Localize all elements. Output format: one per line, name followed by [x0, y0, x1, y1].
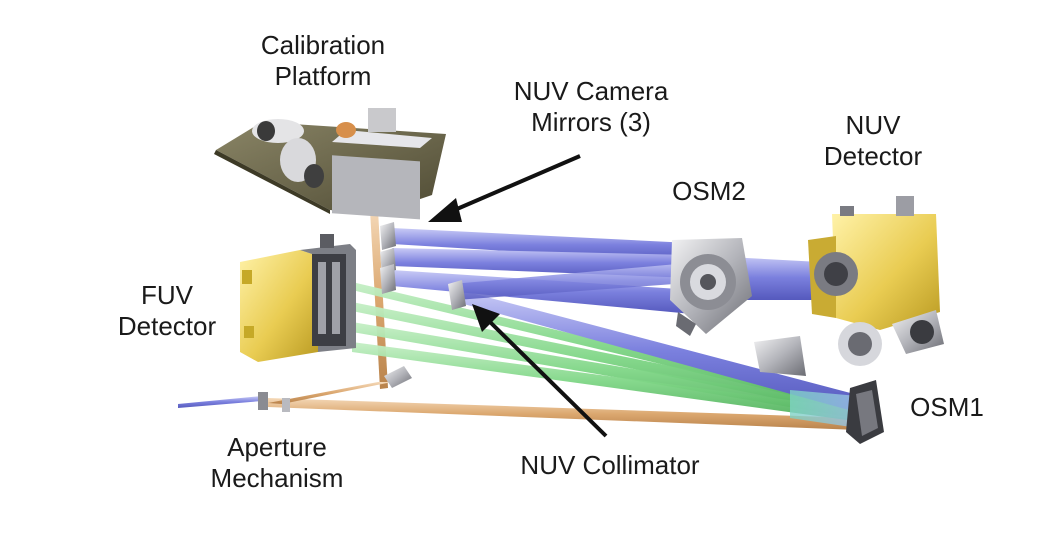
nuv-camera-mirrors-label: NUV Camera Mirrors (3)	[513, 76, 669, 137]
fold-mirror	[384, 366, 412, 388]
nuv-camera-mirror-mounts	[380, 222, 396, 294]
osm2-mechanism	[670, 238, 752, 336]
aperture-mechanism	[258, 392, 290, 412]
osm2-label: OSM2	[672, 176, 746, 206]
arrow-to-nuv-collimator	[472, 304, 608, 438]
nuv-collimator-label: NUV Collimator	[520, 450, 700, 480]
osm1-label: OSM1	[910, 392, 984, 422]
tan-beam-calibration-fold	[268, 382, 392, 404]
osm1-merge	[790, 390, 858, 428]
tan-beam-aperture-to-osm1	[268, 398, 858, 430]
calibration-platform	[214, 108, 446, 220]
nuv-detector-label: NUV Detector	[823, 110, 923, 171]
fuv-detector	[240, 234, 356, 362]
nuv-collimator-mount	[448, 280, 466, 310]
arrow-to-nuv-camera-mirrors	[428, 154, 581, 222]
osm-grating-assembly	[754, 310, 944, 376]
aperture-mechanism-label: Aperture Mechanism	[210, 432, 344, 493]
calibration-platform-label: Calibration Platform	[260, 30, 386, 91]
nuv-detector	[808, 196, 940, 330]
input-beam	[178, 396, 262, 408]
fuv-detector-label: FUV Detector	[117, 280, 217, 341]
tan-beam-calibration-vertical	[370, 210, 388, 389]
osm1-mechanism	[846, 380, 884, 444]
